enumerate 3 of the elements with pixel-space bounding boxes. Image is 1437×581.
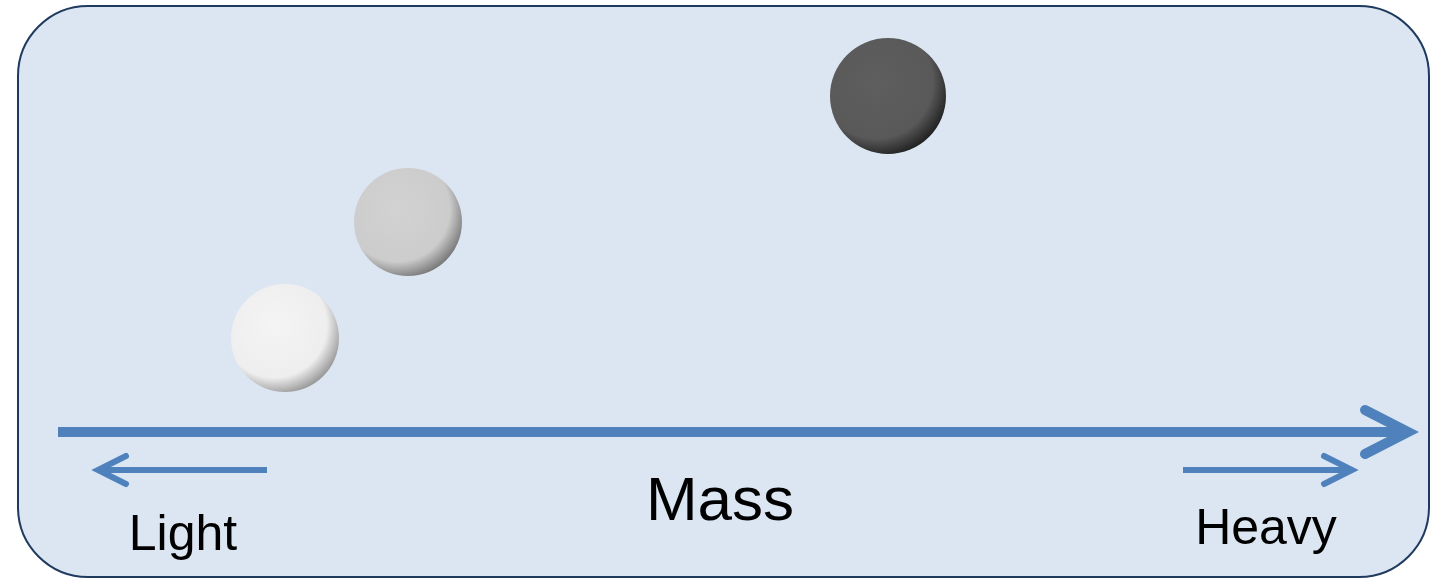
axis-end-label: Light <box>128 508 238 558</box>
axis-label: Mass <box>645 468 795 530</box>
axis-end-label: Heavy <box>1195 502 1337 552</box>
